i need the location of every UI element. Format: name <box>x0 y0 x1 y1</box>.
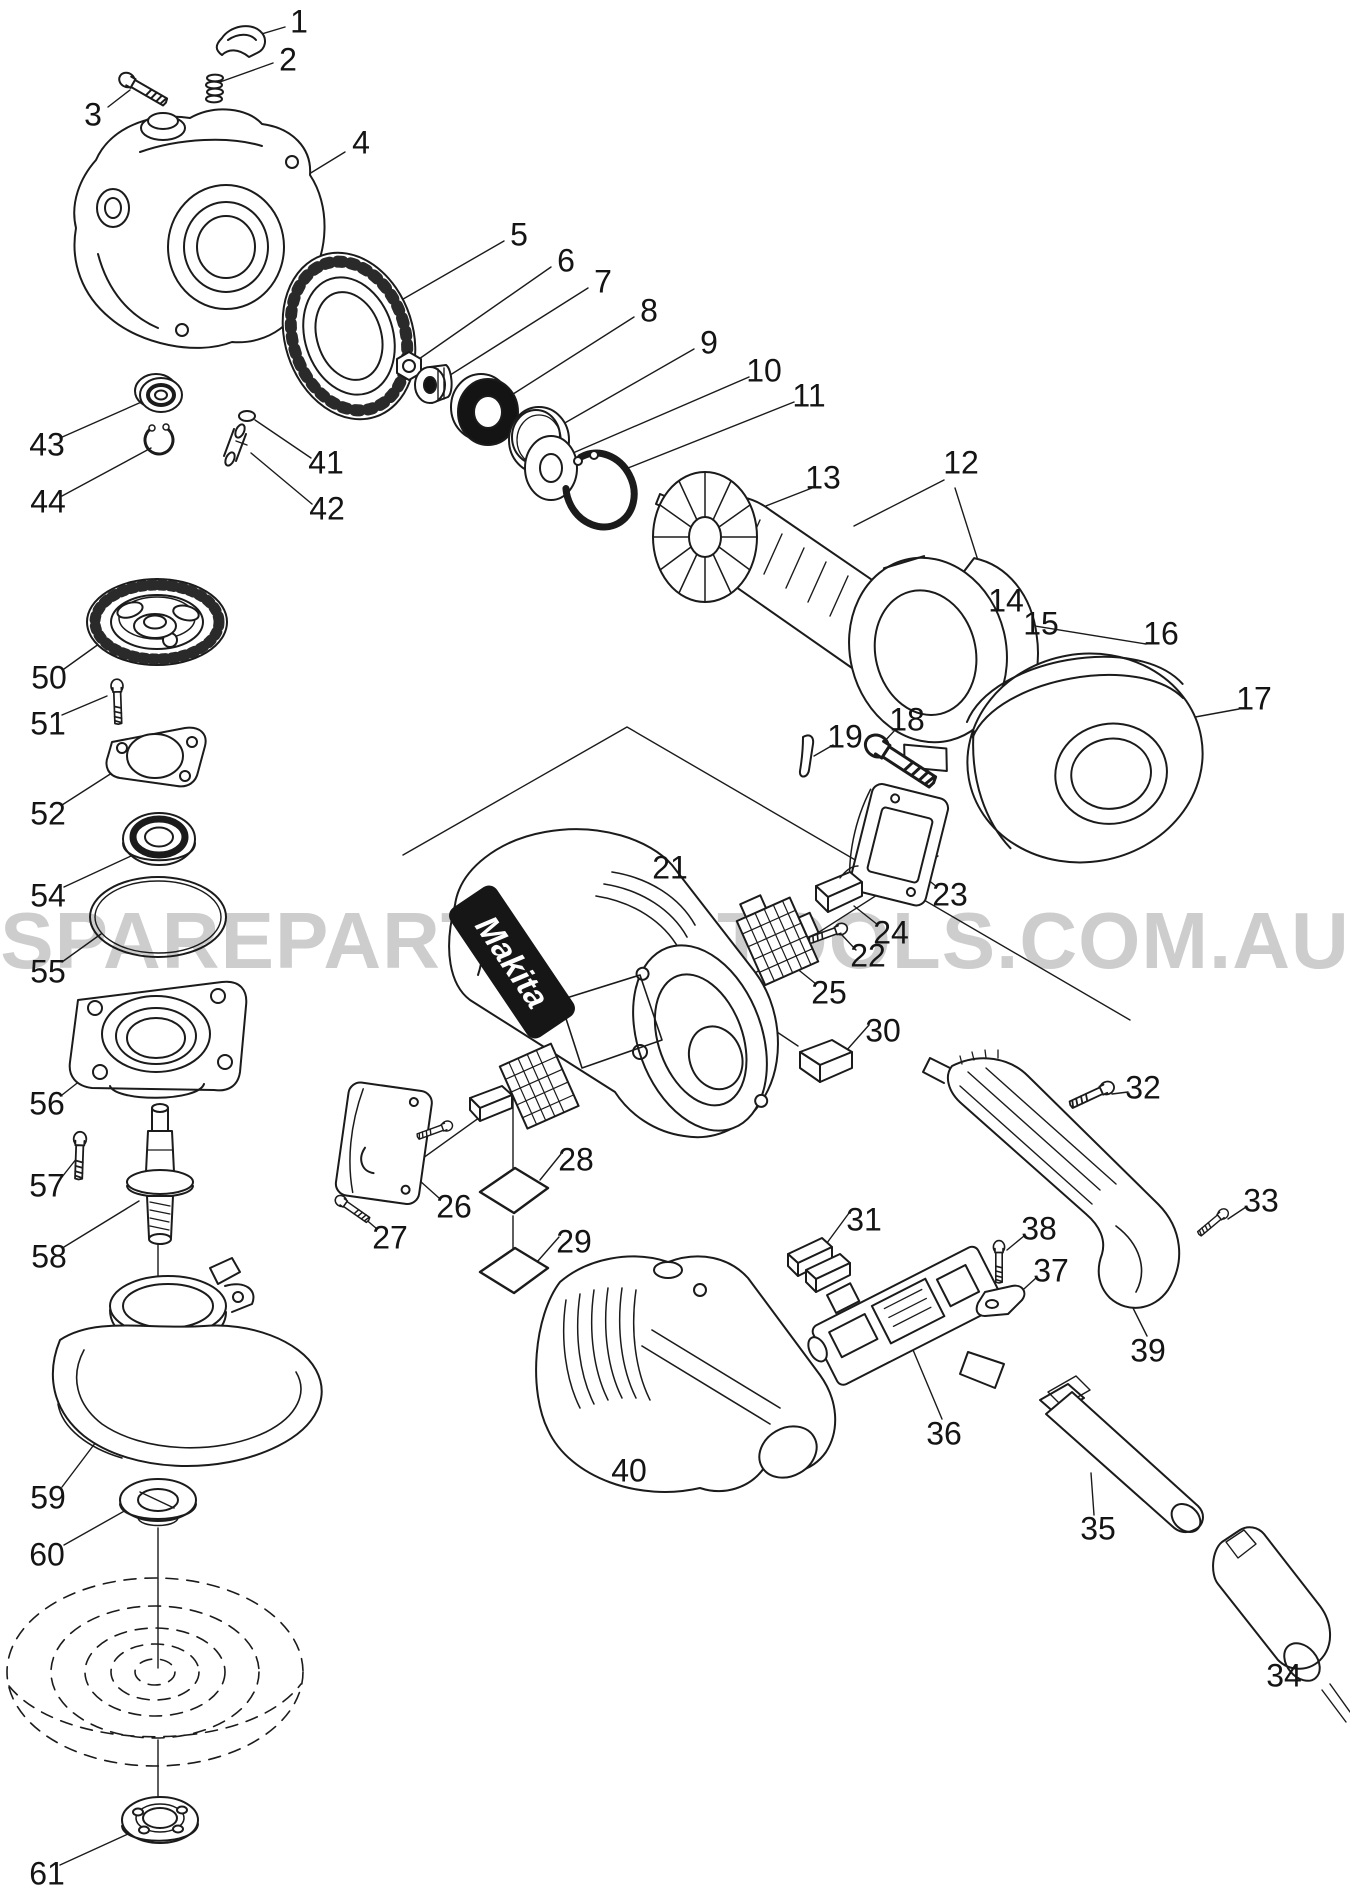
part-label-lock-lever: 1 <box>290 3 308 40</box>
part-label-pad-upper: 28 <box>558 1141 594 1178</box>
part-25-brush-holder <box>735 894 820 987</box>
part-42-pin <box>223 423 248 467</box>
part-label-gear-screw: 51 <box>30 705 66 742</box>
part-label-handle-cover: 39 <box>1130 1332 1166 1369</box>
part-label-brush-screw: 22 <box>850 937 886 974</box>
part-17-field-stator <box>965 652 1204 864</box>
part-label-screw: 3 <box>84 96 102 133</box>
part-10-flat-washer <box>524 435 578 501</box>
part-34-side-grip <box>1212 1526 1350 1723</box>
part-31-spacer-blocks <box>787 1237 851 1293</box>
part-label-snap-ring: 44 <box>30 483 66 520</box>
part-label-pinion-gear: 7 <box>594 263 612 300</box>
part-label-flat-washer: 10 <box>746 352 782 389</box>
part-37-bracket-plate <box>975 1284 1026 1317</box>
part-label-brush-holder: 25 <box>811 974 847 1011</box>
part-60-inner-flange <box>119 1478 197 1527</box>
part-label-pin: 42 <box>309 490 345 527</box>
part-label-fan: 13 <box>805 459 841 496</box>
part-39-handle-cover <box>922 1049 1181 1309</box>
part-label-lock-nut: 61 <box>29 1855 65 1885</box>
part-5-bearing-retainer <box>281 251 417 421</box>
part-24-carbon-brush <box>815 865 863 913</box>
part-label-side-grip: 34 <box>1266 1657 1302 1694</box>
part-56-bearing-box <box>68 980 248 1099</box>
part-35-handle-bar <box>1039 1375 1204 1534</box>
part-label-handle-screw-side: 33 <box>1243 1182 1279 1219</box>
part-label-bearing-retainer: 5 <box>510 216 528 253</box>
brush-holder-left-set <box>415 1042 580 1143</box>
part-7-pinion-gear <box>414 364 453 404</box>
part-36-switch <box>807 1245 1005 1389</box>
part-8-rubber-ring <box>450 373 519 446</box>
part-11-retaining-ring <box>562 449 638 531</box>
part-41-o-ring-small <box>238 410 256 422</box>
part-label-long-screw: 18 <box>889 701 925 738</box>
part-52-bearing-plate <box>105 726 207 788</box>
part-label-ball-bearing-spindle: 43 <box>29 426 65 463</box>
part-label-insulation-strip: 19 <box>827 718 863 755</box>
part-label-spacer-blocks: 31 <box>846 1201 882 1238</box>
part-43-ball-bearing-spindle <box>134 373 183 413</box>
part-label-armature-assembly: 12 <box>943 444 979 481</box>
part-label-ball-bearing-front: 14 <box>988 582 1024 619</box>
part-40-handle-housing <box>535 1255 837 1493</box>
part-59-wheel-guard <box>51 1257 323 1467</box>
part-13-fan <box>652 471 758 603</box>
part-label-spindle: 58 <box>31 1238 67 1275</box>
part-58-spindle <box>126 1103 194 1245</box>
part-label-pad-lower: 29 <box>556 1223 592 1260</box>
part-55-o-ring-large <box>89 876 227 958</box>
part-label-spring: 2 <box>279 41 297 78</box>
part-23-brush-holder-cap-right <box>848 783 950 907</box>
part-label-bearing-box: 56 <box>29 1085 65 1122</box>
part-label-handle-bar: 35 <box>1080 1510 1116 1547</box>
part-50-bevel-gear <box>86 578 228 666</box>
part-label-cap-screw: 27 <box>372 1219 408 1256</box>
part-label-felt-ring: 9 <box>700 324 718 361</box>
assembly-bracket-line <box>402 726 1131 1021</box>
part-label-handle-housing: 40 <box>611 1452 647 1489</box>
part-label-inner-flange: 60 <box>29 1536 65 1573</box>
part-label-retaining-ring: 11 <box>792 377 826 414</box>
part-label-o-ring-small: 41 <box>308 444 344 481</box>
part-19-insulation-strip <box>798 734 815 778</box>
part-6-hex-nut <box>396 351 422 381</box>
part-label-ball-bearing-small: 15 <box>1023 605 1059 642</box>
part-21-motor-housing: Makita <box>448 828 779 1139</box>
part-label-bracket-screw: 38 <box>1021 1210 1057 1247</box>
part-label-name-plate: 30 <box>865 1012 901 1049</box>
part-label-rubber-ring: 8 <box>640 292 658 329</box>
part-label-brush-holder-cap-left: 26 <box>436 1188 472 1225</box>
part-61-lock-nut <box>121 1796 199 1844</box>
part-label-box-screw: 57 <box>29 1167 65 1204</box>
part-44-snap-ring <box>143 423 175 456</box>
part-label-ball-bearing-lower: 54 <box>30 877 66 914</box>
part-label-handle-screw-top: 32 <box>1125 1069 1161 1106</box>
part-28-pad-upper <box>478 1166 550 1215</box>
part-label-gear-housing: 4 <box>352 124 370 161</box>
part-label-motor-housing: 21 <box>652 849 688 886</box>
part-label-wheel-guard: 59 <box>30 1479 66 1516</box>
part-label-bracket-plate: 37 <box>1033 1252 1069 1289</box>
part-label-bevel-gear: 50 <box>31 659 67 696</box>
part-54-ball-bearing-lower <box>122 812 196 866</box>
part-29-pad-lower <box>478 1246 550 1295</box>
part-label-field-stator: 17 <box>1236 680 1272 717</box>
part-label-brush-holder-cap-right: 23 <box>932 876 968 913</box>
part-30-name-plate <box>799 1039 853 1083</box>
part-label-switch: 36 <box>926 1415 962 1452</box>
part-label-carbon-brush: 24 <box>873 914 909 951</box>
part-label-baffle-plate: 16 <box>1143 615 1179 652</box>
part-label-hex-nut: 6 <box>557 242 575 279</box>
part-4-gear-housing <box>73 108 326 349</box>
part-1-lock-lever <box>215 25 266 58</box>
part-26-brush-holder-cap-left <box>334 1081 433 1206</box>
part-2-spring <box>205 73 224 104</box>
grinding-wheel-phantom <box>6 1577 304 1767</box>
part-label-bearing-plate: 52 <box>30 795 66 832</box>
part-label-o-ring-large: 55 <box>30 953 66 990</box>
